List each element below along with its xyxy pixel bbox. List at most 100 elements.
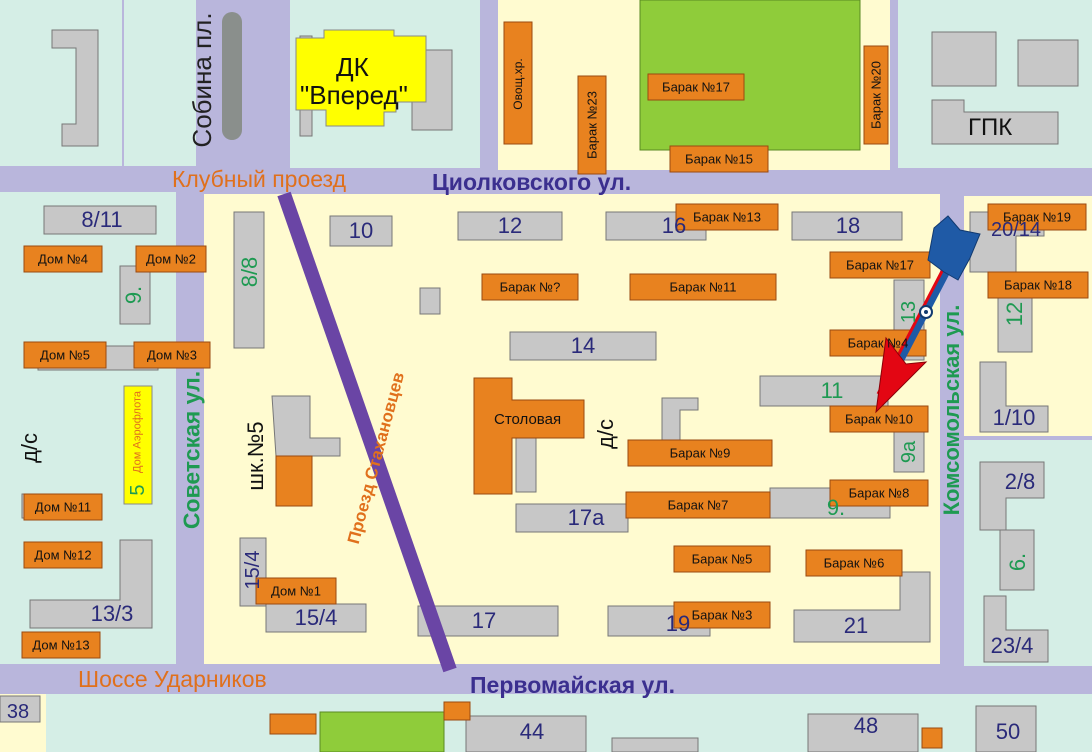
label-dk-name: "Вперед" — [300, 80, 408, 110]
barrack-5 — [673, 545, 771, 573]
barrack-18 — [987, 271, 1089, 299]
label-barrack-15: Барак №15 — [685, 151, 753, 167]
south-orange-3 — [921, 727, 943, 749]
label-barrack-18: Барак №18 — [1004, 277, 1072, 293]
num-12r: 12 — [1002, 301, 1027, 327]
label-house-5: Дом №5 — [40, 347, 90, 363]
street-sobina: Собина пл. — [187, 12, 217, 148]
label-house-4: Дом №4 — [38, 251, 88, 267]
num-8-11: 8/11 — [81, 207, 123, 232]
barrack-6 — [805, 549, 903, 577]
building-21 — [793, 571, 931, 643]
num-16: 16 — [661, 213, 687, 238]
label-barrack-11: Барак №11 — [669, 279, 737, 295]
num-11: 11 — [820, 378, 844, 403]
street-pervomayskaya: Первомайская ул. — [470, 672, 675, 698]
house-12 — [23, 541, 103, 569]
num-8-8: 8/8 — [237, 256, 262, 288]
num-9: 9. — [826, 495, 846, 520]
building-12 — [457, 211, 563, 241]
num-13-3: 13/3 — [90, 601, 134, 626]
label-barrack-17-right: Барак №17 — [846, 257, 914, 273]
barrack-23 — [577, 75, 607, 175]
barrack-q — [481, 273, 579, 301]
building-nw — [51, 29, 99, 147]
building-44 — [465, 715, 587, 752]
label-barrack-19: Барак №19 — [1003, 209, 1071, 225]
num-15-4v: 15/4 — [242, 550, 264, 590]
num-50: 50 — [995, 719, 1021, 744]
street-udarnikov: Шоссе Ударников — [78, 666, 267, 692]
barrack-20 — [863, 45, 889, 145]
building-38 — [0, 695, 41, 723]
num-44: 44 — [519, 719, 545, 744]
label-barrack-3: Барак №3 — [691, 607, 753, 623]
num-10: 10 — [348, 218, 374, 243]
num-17: 17 — [471, 608, 497, 633]
label-barrack-4: Барак №4 — [847, 335, 909, 351]
num-38: 38 — [6, 701, 30, 723]
label-barrack-5: Барак №5 — [691, 551, 753, 567]
building-14 — [509, 331, 657, 361]
south-orange-1 — [269, 713, 317, 735]
num-21: 21 — [843, 613, 869, 638]
park-south — [319, 711, 445, 752]
num-9-left: 9. — [121, 285, 146, 305]
num-17a: 17а — [567, 505, 605, 530]
label-barrack-10: Барак №10 — [845, 411, 913, 427]
south-orange-2 — [443, 701, 471, 721]
label-barrack-6: Барак №6 — [823, 555, 885, 571]
label-barrack-13: Барак №13 — [693, 209, 761, 225]
building-17a — [515, 503, 629, 533]
label-aeroflot-num: 5 — [127, 484, 149, 496]
label-barrack-q: Барак №? — [499, 279, 561, 295]
building-13-3 — [29, 539, 153, 629]
num-9a: 9а — [898, 440, 920, 464]
label-barrack-9: Барак №9 — [669, 445, 731, 461]
street-tsiolkovsky: Циолковского ул. — [432, 169, 632, 195]
street-komsomolskaya: Комсомольская ул. — [939, 304, 964, 516]
label-house-1: Дом №1 — [271, 583, 321, 599]
building-50 — [975, 705, 1037, 752]
label-barrack-7: Барак №7 — [667, 497, 729, 513]
building-11 — [759, 375, 889, 407]
dk-building — [295, 29, 427, 127]
building-2-8 — [979, 461, 1045, 531]
ovoshch — [503, 21, 533, 145]
house-4 — [23, 245, 103, 273]
num-18: 18 — [835, 213, 861, 238]
label-dk: ДК — [336, 52, 369, 82]
label-house-2: Дом №2 — [146, 251, 196, 267]
street-sovetskaya: Советская ул. — [178, 370, 205, 530]
direction-arrow — [875, 215, 981, 414]
barrack-15 — [669, 145, 769, 173]
label-house-11: Дом №11 — [34, 499, 92, 515]
building-18 — [791, 211, 903, 241]
num-13: 13 — [898, 300, 920, 324]
label-barrack-23: Барак №23 — [584, 91, 600, 159]
sobina-monument — [222, 12, 242, 140]
building-gpk-2 — [1017, 39, 1079, 87]
building-1-10 — [979, 361, 1049, 433]
label-house-12: Дом №12 — [34, 547, 92, 563]
barrack-19 — [987, 203, 1087, 231]
num-14: 14 — [570, 333, 596, 358]
building-23-4 — [983, 595, 1049, 663]
house-5 — [23, 341, 107, 369]
num-23-4: 23/4 — [990, 633, 1034, 658]
num-2-8: 2/8 — [1004, 469, 1036, 494]
building-48 — [807, 713, 919, 752]
label-ovoshch: Овощ.хр. — [511, 58, 525, 110]
building-gpk-3 — [931, 99, 1059, 145]
barrack-13 — [675, 203, 779, 231]
label-barrack-17-top: Барак №17 — [662, 79, 730, 95]
barrack-8 — [829, 479, 929, 507]
block-sobina — [124, 0, 196, 166]
num-19: 19 — [665, 611, 691, 636]
label-stolovaya: Столовая — [494, 411, 562, 428]
num-12: 12 — [497, 213, 523, 238]
num-48: 48 — [853, 713, 879, 738]
house-1 — [255, 577, 337, 605]
barrack-7 — [625, 491, 771, 519]
